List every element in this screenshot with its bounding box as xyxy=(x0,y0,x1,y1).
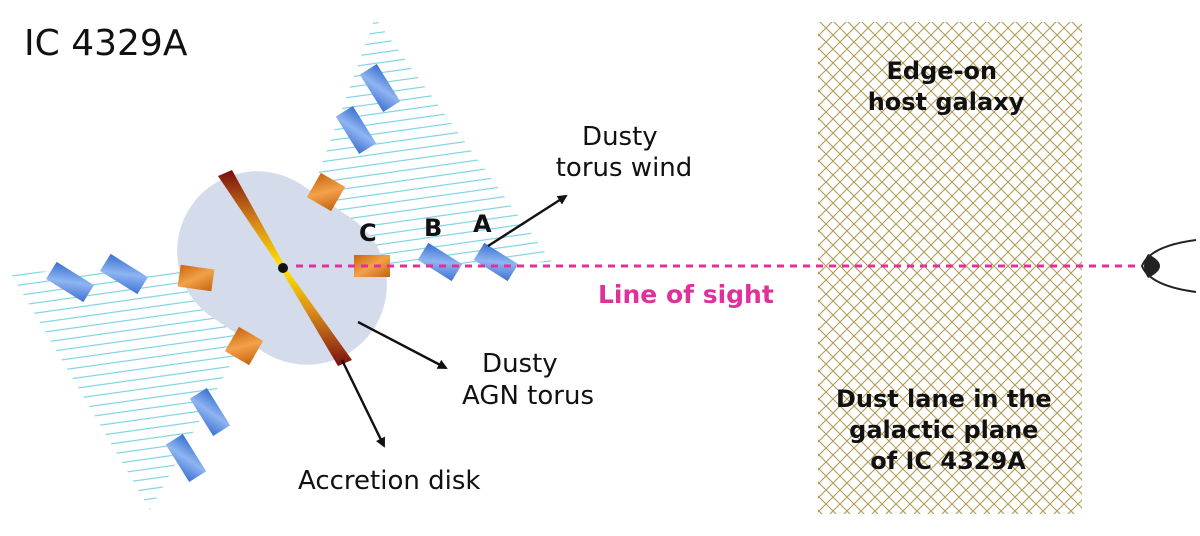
cloud-label-b: B xyxy=(424,214,442,242)
cloud-label-a: A xyxy=(473,210,492,238)
host-galaxy-panel xyxy=(818,22,1082,514)
cloud-label-c: C xyxy=(359,219,377,247)
blue-cloud xyxy=(46,261,94,303)
agn-torus-arrow xyxy=(357,320,448,370)
agn-torus-label: Dusty AGN torus xyxy=(462,349,594,411)
accretion-disk xyxy=(218,170,352,366)
torus-clouds xyxy=(177,172,390,366)
blue-cloud xyxy=(417,242,463,282)
host-galaxy-label: Edge-on host galaxy xyxy=(868,57,1025,116)
blue-cloud xyxy=(473,242,519,282)
blue-cloud xyxy=(189,388,231,436)
central-black-hole xyxy=(278,263,288,273)
wind-clouds xyxy=(46,64,519,482)
blue-cloud xyxy=(100,253,148,295)
line-of-sight-label: Line of sight xyxy=(598,280,774,309)
upper-wind-cone xyxy=(284,18,552,268)
blue-cloud xyxy=(165,434,207,482)
torus-wind-label: Dusty torus wind xyxy=(556,122,693,183)
accretion-disk-arrow xyxy=(340,359,386,448)
blue-cloud xyxy=(359,64,401,112)
orange-cloud xyxy=(177,264,215,292)
orange-cloud xyxy=(224,326,264,366)
blue-cloud xyxy=(335,106,377,154)
dust-lane-label: Dust lane in the galactic plane of IC 43… xyxy=(836,385,1060,475)
torus-wind-arrow xyxy=(487,194,568,248)
orange-cloud xyxy=(354,255,390,277)
orange-cloud xyxy=(306,172,346,212)
observer-eye-icon xyxy=(1140,239,1197,293)
accretion-disk-label: Accretion disk xyxy=(298,466,480,496)
lower-wind-cone xyxy=(10,268,284,510)
diagram-title: IC 4329A xyxy=(24,23,188,64)
